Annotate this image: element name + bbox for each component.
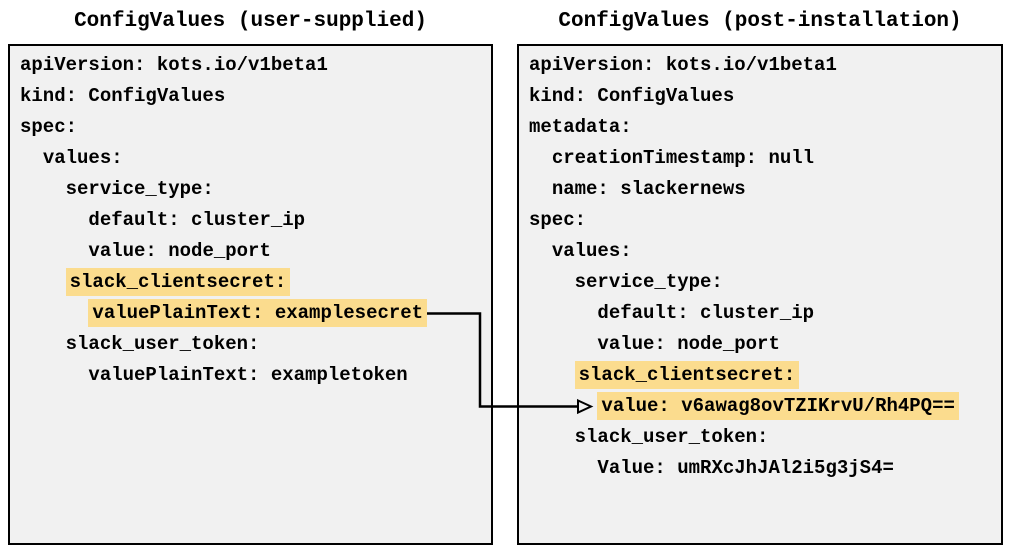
highlighted-code-text: value: v6awag8ovTZIKrvU/Rh4PQ== — [597, 392, 959, 420]
code-text: slack_user_token: — [574, 426, 769, 448]
code-line: apiVersion: kots.io/v1beta1 — [519, 50, 1001, 81]
code-text: metadata: — [529, 116, 632, 138]
code-text: apiVersion: kots.io/v1beta1 — [20, 54, 328, 76]
indent-whitespace — [20, 209, 88, 231]
code-line: metadata: — [519, 112, 1001, 143]
code-line: creationTimestamp: null — [519, 143, 1001, 174]
code-text: value: node_port — [597, 333, 780, 355]
code-line: kind: ConfigValues — [519, 81, 1001, 112]
code-line: kind: ConfigValues — [10, 81, 491, 112]
code-line: slack_user_token: — [519, 422, 1001, 453]
indent-whitespace — [529, 333, 597, 355]
code-line: default: cluster_ip — [10, 205, 491, 236]
config-box-user-supplied: apiVersion: kots.io/v1beta1 kind: ConfigV… — [8, 44, 493, 545]
code-line: slack_clientsecret: — [10, 267, 491, 298]
code-text: default: cluster_ip — [597, 302, 815, 324]
indent-whitespace — [529, 457, 597, 479]
code-line: value: node_port — [10, 236, 491, 267]
code-line: valuePlainText: exampletoken — [10, 360, 491, 391]
indent-whitespace — [529, 240, 552, 262]
indent-whitespace — [529, 178, 552, 200]
code-text: default: cluster_ip — [88, 209, 306, 231]
highlighted-code-text: slack_clientsecret: — [574, 361, 800, 389]
code-text: slack_user_token: — [65, 333, 260, 355]
config-box-post-installation: apiVersion: kots.io/v1beta1 kind: ConfigV… — [517, 44, 1003, 545]
code-text: creationTimestamp: null — [551, 147, 815, 169]
indent-whitespace — [529, 395, 597, 417]
code-line: service_type: — [10, 174, 491, 205]
code-text: kind: ConfigValues — [529, 85, 735, 107]
code-text: valuePlainText: exampletoken — [88, 364, 408, 386]
code-text: service_type: — [574, 271, 723, 293]
highlighted-code-text: valuePlainText: examplesecret — [88, 299, 428, 327]
highlighted-code-text: slack_clientsecret: — [65, 268, 291, 296]
code-text: spec: — [529, 209, 587, 231]
code-line: values: — [519, 236, 1001, 267]
code-line: slack_user_token: — [10, 329, 491, 360]
indent-whitespace — [20, 302, 88, 324]
code-line: Value: umRXcJhJAl2i5g3jS4= — [519, 453, 1001, 484]
left-panel-title: ConfigValues (user-supplied) — [74, 10, 427, 33]
code-line: slack_clientsecret: — [519, 360, 1001, 391]
code-line: spec: — [519, 205, 1001, 236]
code-text: values: — [551, 240, 632, 262]
code-text: values: — [42, 147, 123, 169]
code-text: spec: — [20, 116, 78, 138]
indent-whitespace — [20, 178, 66, 200]
indent-whitespace — [529, 426, 575, 448]
indent-whitespace — [20, 240, 88, 262]
code-line: service_type: — [519, 267, 1001, 298]
indent-whitespace — [20, 271, 66, 293]
code-line: values: — [10, 143, 491, 174]
code-line: default: cluster_ip — [519, 298, 1001, 329]
indent-whitespace — [20, 364, 88, 386]
indent-whitespace — [529, 302, 597, 324]
code-line: value: node_port — [519, 329, 1001, 360]
code-text: value: node_port — [88, 240, 271, 262]
code-line: value: v6awag8ovTZIKrvU/Rh4PQ== — [519, 391, 1001, 422]
indent-whitespace — [529, 364, 575, 386]
indent-whitespace — [529, 147, 552, 169]
code-text: kind: ConfigValues — [20, 85, 226, 107]
code-line: valuePlainText: examplesecret — [10, 298, 491, 329]
indent-whitespace — [529, 271, 575, 293]
code-line: spec: — [10, 112, 491, 143]
code-text: name: slackernews — [551, 178, 746, 200]
indent-whitespace — [20, 147, 43, 169]
code-text: Value: umRXcJhJAl2i5g3jS4= — [597, 457, 894, 479]
code-text: service_type: — [65, 178, 214, 200]
code-line: apiVersion: kots.io/v1beta1 — [10, 50, 491, 81]
code-line: name: slackernews — [519, 174, 1001, 205]
right-panel-title: ConfigValues (post-installation) — [558, 10, 962, 33]
indent-whitespace — [20, 333, 66, 355]
code-text: apiVersion: kots.io/v1beta1 — [529, 54, 837, 76]
